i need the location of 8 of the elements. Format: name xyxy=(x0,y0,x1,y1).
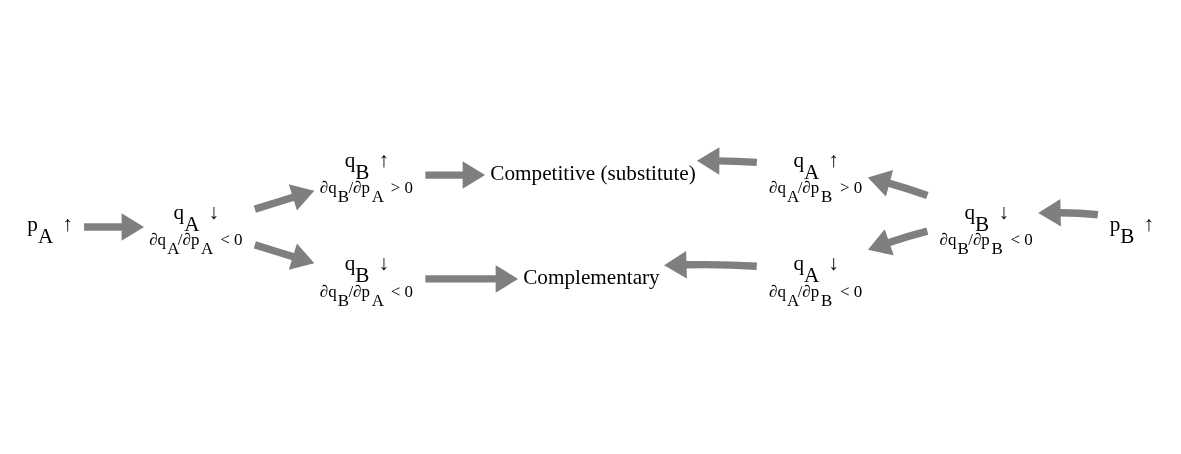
arrow xyxy=(253,241,315,270)
arrow xyxy=(696,147,758,175)
arrow xyxy=(867,170,929,200)
node-text: Complementary xyxy=(523,265,660,290)
arrow xyxy=(1038,198,1099,227)
node-text: Competitive (substitute) xyxy=(490,161,696,186)
arrow xyxy=(253,184,315,213)
arrow xyxy=(868,227,929,256)
